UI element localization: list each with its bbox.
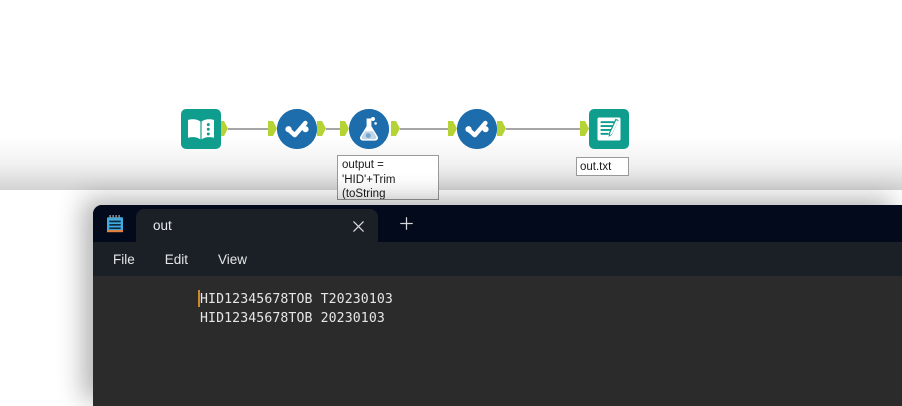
flask-icon [349, 109, 389, 149]
tab-out[interactable]: out [136, 209, 378, 242]
notepad-tabstrip: out [136, 205, 418, 242]
output-document-pencil-icon [589, 109, 629, 149]
menu-item-view[interactable]: View [218, 251, 248, 267]
notepad-text-area[interactable]: HID12345678TOB T20230103 HID12345678TOB … [93, 276, 902, 406]
connector-anchor-input-out[interactable] [219, 121, 228, 136]
connector-anchor-select2-in[interactable] [448, 121, 457, 136]
menu-item-edit[interactable]: Edit [164, 251, 189, 267]
notepad-menubar: File Edit View [93, 242, 902, 276]
connector-anchor-select1-out[interactable] [317, 121, 326, 136]
book-icon [181, 109, 221, 149]
connector-anchor-select1-in[interactable] [268, 121, 277, 136]
notepad-titlebar[interactable]: out [93, 205, 902, 242]
notepad-window: out File Edit View [93, 205, 902, 406]
connector-anchor-output-in[interactable] [580, 121, 589, 136]
connector-line-select2-output[interactable] [506, 128, 584, 130]
editor-line-2: HID12345678TOB 20230103 [200, 311, 385, 326]
notepad-icon [106, 215, 124, 234]
tool-select-1[interactable] [277, 109, 317, 149]
connector-anchor-formula-out[interactable] [391, 121, 400, 136]
tool-select-2[interactable] [457, 109, 497, 149]
alteryx-workflow-canvas[interactable]: output = 'HID'+Trim (toString out.txt [0, 0, 902, 200]
tool-output-data[interactable] [589, 109, 629, 149]
connector-line-formula-select2[interactable] [400, 128, 448, 130]
plus-icon[interactable] [394, 211, 418, 235]
tool-formula[interactable] [349, 109, 389, 149]
select-checkmark-icon [277, 109, 317, 149]
tool-input-data[interactable] [181, 109, 221, 149]
editor-line-1: HID12345678TOB T20230103 [200, 292, 393, 307]
select-checkmark-icon [457, 109, 497, 149]
connector-line-input-select1[interactable] [228, 128, 276, 130]
editor-lines: HID12345678TOB T20230103 HID12345678TOB … [93, 290, 902, 328]
close-icon[interactable] [348, 216, 368, 236]
annotation-output-filename: out.txt [576, 157, 629, 176]
connector-anchor-select2-out[interactable] [497, 121, 506, 136]
annotation-formula: output = 'HID'+Trim (toString [337, 155, 439, 200]
tab-label: out [153, 218, 172, 233]
connector-line-select1-formula[interactable] [326, 128, 346, 130]
connector-anchor-formula-in[interactable] [340, 121, 349, 136]
text-caret [198, 290, 200, 307]
menu-item-file[interactable]: File [113, 251, 135, 267]
